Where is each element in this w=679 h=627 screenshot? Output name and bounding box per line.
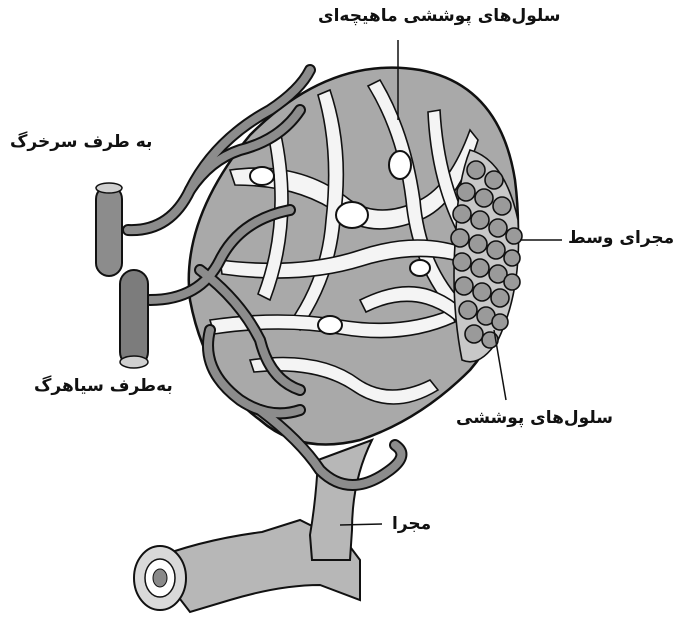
artery-stub	[96, 183, 122, 276]
duct-opening	[134, 546, 186, 610]
label-toward-vein: به‌طرف سیاهرگ	[34, 376, 173, 396]
label-toward-artery: به طرف سرخرگ	[10, 132, 152, 152]
label-muscle-cover-cells: سلول‌های پوششی ماهیچه‌ای	[318, 6, 561, 26]
label-cover-cells: سلول‌های پوششی	[456, 408, 613, 428]
label-duct: مجرا	[392, 514, 431, 534]
vein-stub	[120, 270, 148, 368]
collecting-duct	[310, 440, 372, 560]
label-middle-duct: مجرای وسط	[568, 228, 674, 248]
